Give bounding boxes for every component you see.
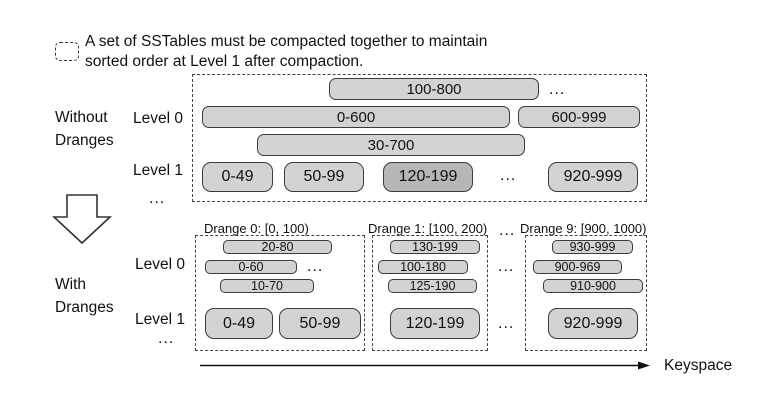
- drange9-box: [525, 235, 647, 351]
- keyspace-axis-arrow: [200, 361, 650, 370]
- sstable-bar: 920-999: [548, 162, 638, 192]
- sstable-bar: 930-999: [552, 240, 633, 254]
- drange1-title: Drange 1: [100, 200): [368, 221, 488, 236]
- sstable-bar: 920-999: [548, 308, 638, 339]
- sstable-bar: 0-60: [205, 260, 297, 274]
- drange0-title: Drange 0: [0, 100): [204, 221, 309, 236]
- dranges-level1-ellipsis: ...: [498, 315, 515, 332]
- dashed-box-legend-icon: [55, 42, 79, 61]
- level0-label: Level 0: [133, 110, 183, 127]
- keyspace-label: Keyspace: [664, 357, 733, 374]
- sstable-bar: 20-80: [223, 240, 332, 254]
- sstable-bar-highlighted: 120-199: [383, 162, 473, 192]
- drange9-title: Drange 9: [900, 1000): [520, 221, 647, 236]
- compaction-set-outline: [192, 74, 647, 202]
- sstable-bar: 125-190: [388, 279, 477, 293]
- sstable-bar: 0-600: [202, 106, 510, 128]
- sstable-bar: 0-49: [205, 308, 273, 339]
- sstable-bar: 100-180: [378, 260, 468, 274]
- drange0-box: [195, 235, 365, 351]
- levels-ellipsis: ...: [158, 330, 175, 347]
- drange1-box: [372, 235, 488, 351]
- sstable-bar: 910-900: [543, 279, 643, 293]
- drange-titles-ellipsis: ...: [499, 222, 516, 239]
- drange0-level0-ellipsis: ...: [307, 258, 324, 275]
- level1-label: Level 1: [135, 311, 185, 328]
- level0-label: Level 0: [135, 256, 185, 273]
- sstable-bar: 100-800: [329, 78, 539, 100]
- sstable-bar: 600-999: [518, 106, 640, 128]
- sstable-bar: 50-99: [279, 308, 361, 339]
- level0-row-ellipsis: ...: [549, 81, 566, 98]
- sstable-bar: 120-199: [390, 308, 480, 339]
- level1-label: Level 1: [133, 162, 183, 179]
- sstable-bar: 130-199: [390, 240, 480, 254]
- dranges-level0-ellipsis: ...: [498, 258, 515, 275]
- legend-note-line1: A set of SSTables must be compacted toge…: [85, 33, 488, 50]
- transform-down-arrow-icon: [52, 194, 113, 245]
- sstable-bar: 50-99: [284, 162, 364, 192]
- levels-ellipsis: ...: [149, 190, 166, 207]
- section-label-with-dranges: With Dranges: [55, 276, 114, 316]
- sstable-bar: 30-700: [257, 134, 525, 156]
- section-label-without-dranges: Without Dranges: [55, 109, 114, 149]
- legend-note-line2: sorted order at Level 1 after compaction…: [85, 53, 364, 70]
- level1-row-ellipsis: ...: [500, 167, 517, 184]
- sstable-bar: 0-49: [202, 162, 273, 192]
- sstable-bar: 900-969: [533, 260, 622, 274]
- sstable-bar: 10-70: [220, 279, 314, 293]
